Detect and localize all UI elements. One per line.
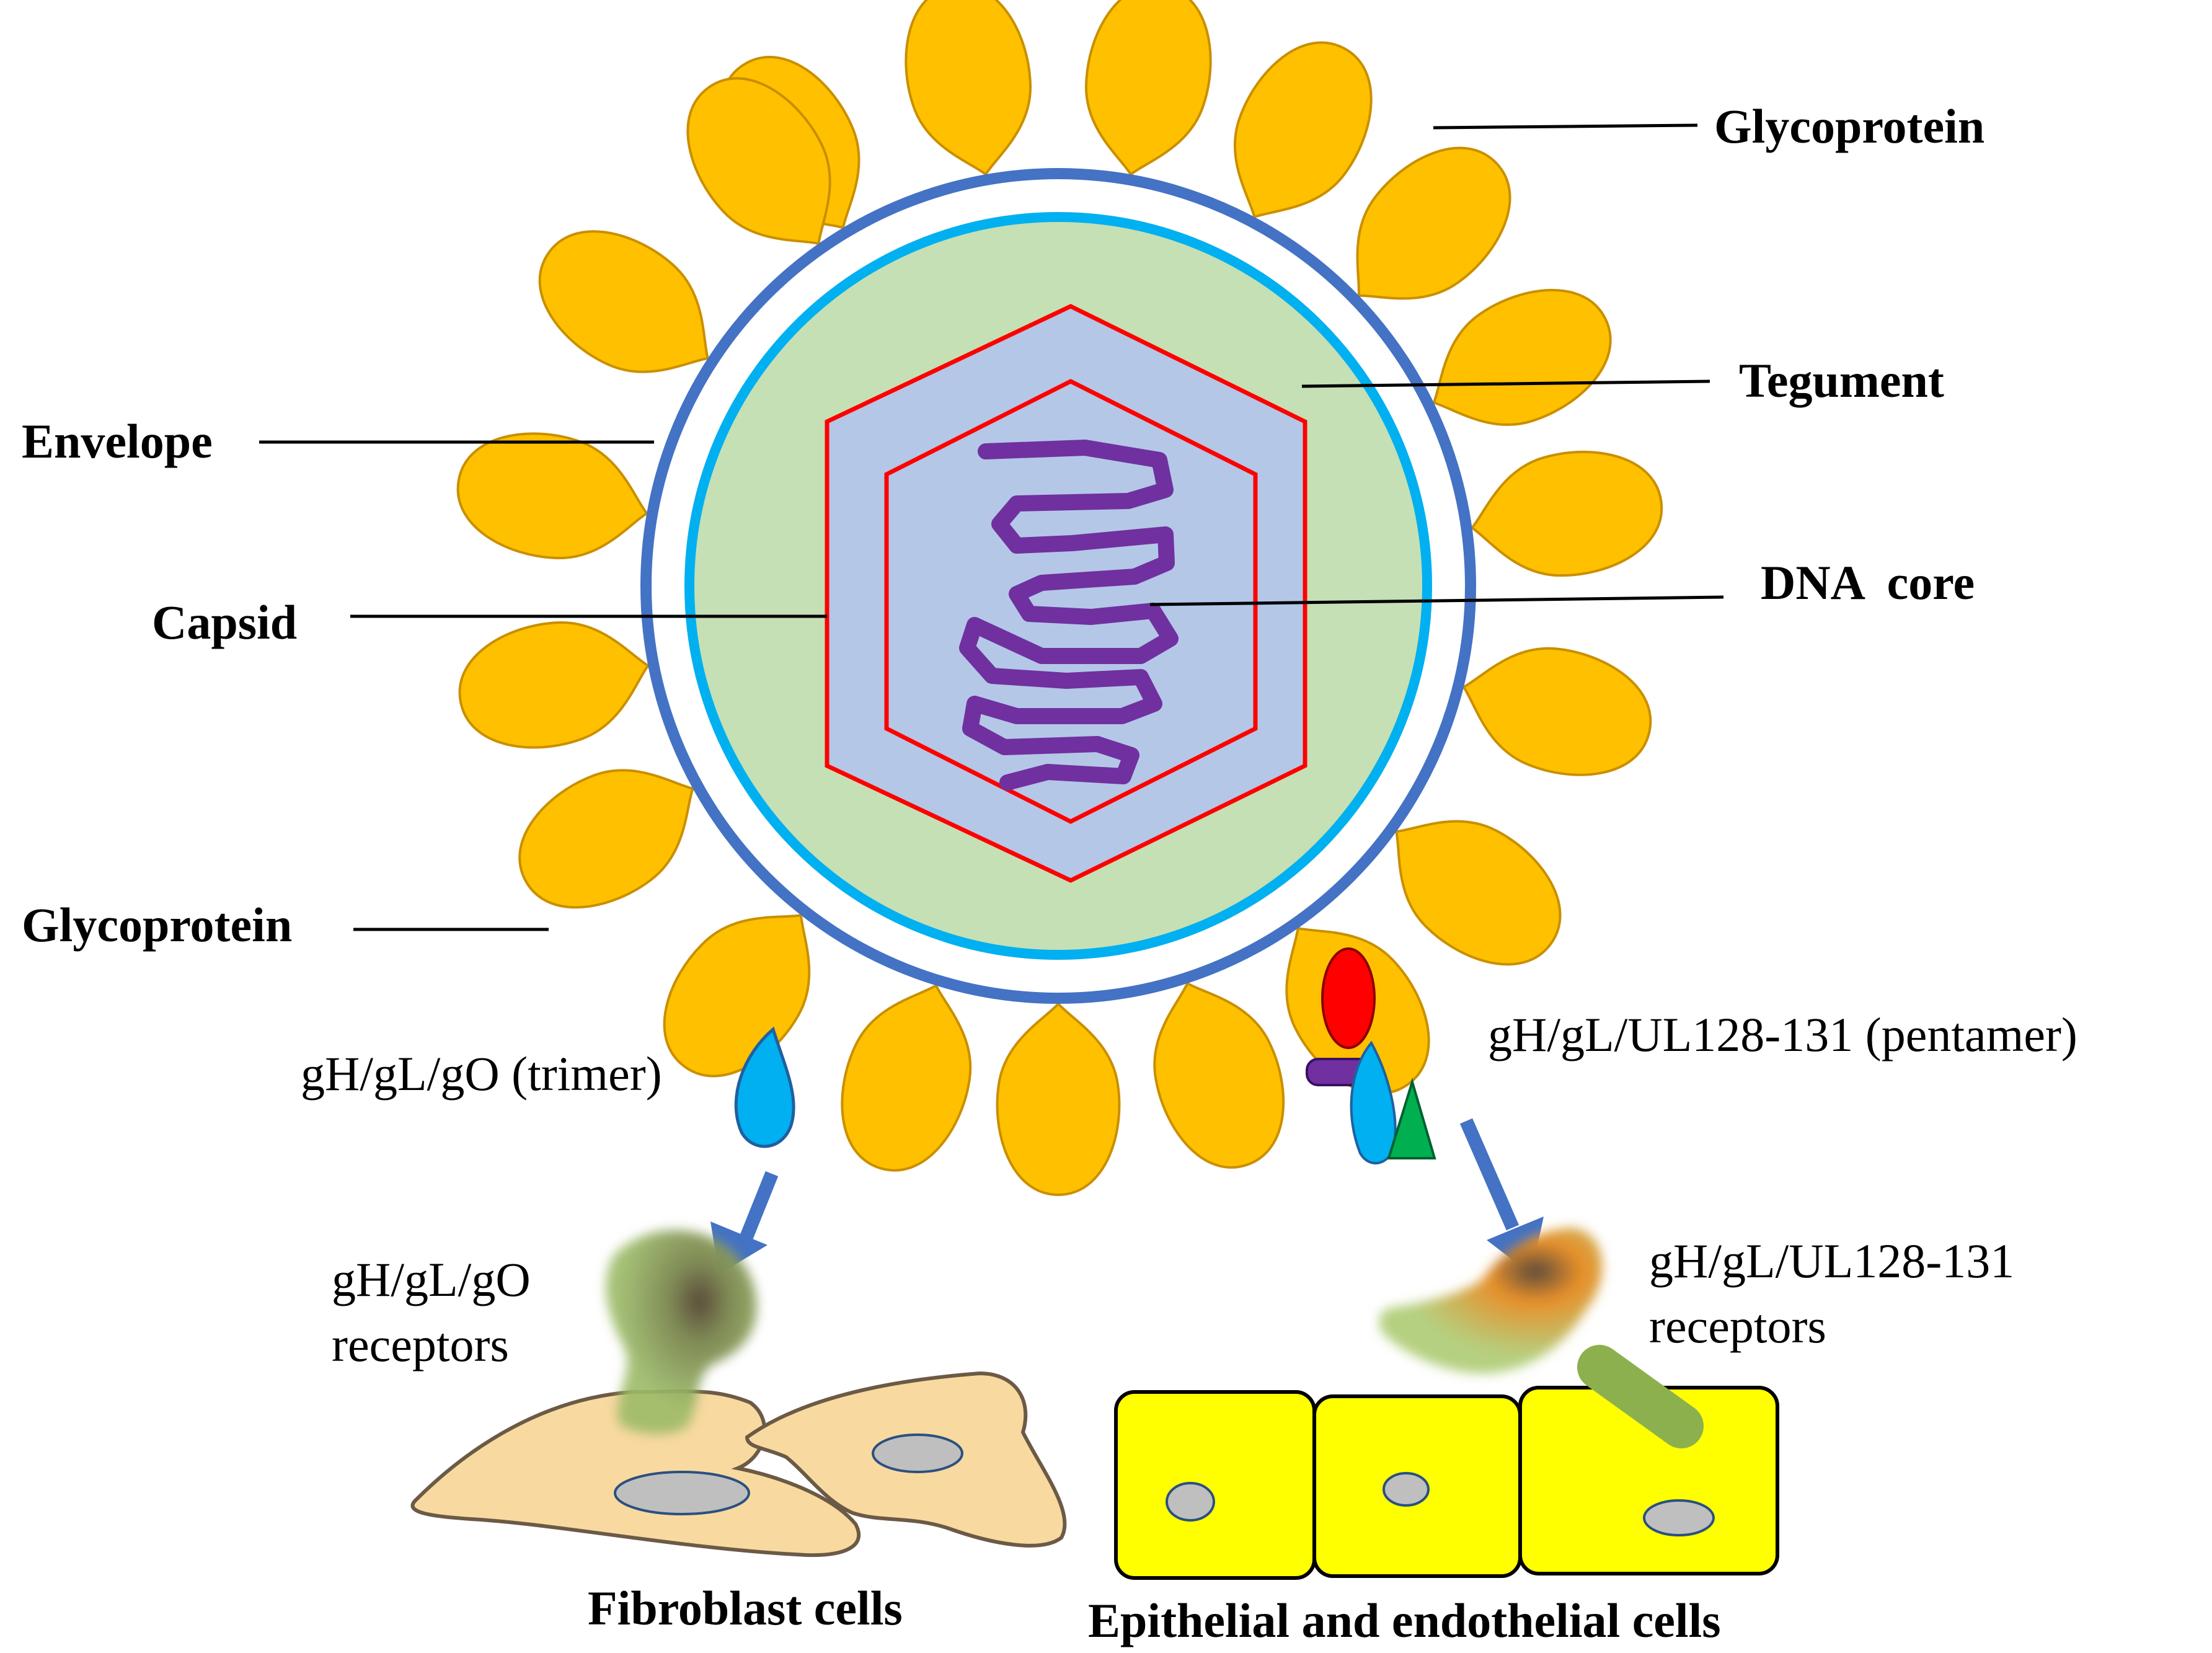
- trimer-receptors-label-line2: receptors: [332, 1318, 509, 1372]
- capsid-label: Capsid: [152, 595, 297, 649]
- capsid-outer-hexagon: [825, 304, 1307, 883]
- pentamer-blue-subunit: [1350, 1040, 1397, 1164]
- epithelial-cells-label: Epithelial and endothelial cells: [1088, 1593, 1721, 1647]
- glycoprotein-spike: [448, 605, 661, 763]
- dna-core-leader: [1149, 595, 1724, 606]
- epithelial-nucleus: [1382, 1472, 1430, 1507]
- pentamer-complex-icon: [1306, 947, 1436, 1164]
- epithelial-nucleus: [1166, 1482, 1215, 1522]
- glycoprotein-spike: [1128, 963, 1306, 1185]
- envelope-label: Envelope: [22, 414, 213, 468]
- trimer-label: gH/gL/gO (trimer): [301, 1047, 662, 1101]
- fibroblast-nucleus: [614, 1471, 750, 1515]
- trimer-receptor: [606, 1230, 757, 1434]
- dna-core-label: DNA core: [1761, 556, 1975, 609]
- glycoprotein-top-leader: [1433, 123, 1698, 130]
- tegument-label: Tegument: [1739, 353, 1944, 407]
- pentamer-red-subunit: [1321, 947, 1376, 1049]
- fibroblast-cells: [410, 1371, 1067, 1558]
- epithelial-nucleus: [1643, 1499, 1715, 1536]
- trimer-receptors-label-line1: gH/gL/gO: [332, 1252, 531, 1306]
- virus-particle: [640, 168, 1476, 1004]
- pentamer-receptor: [1379, 1228, 1704, 1448]
- fibroblast-cell-left: [410, 1389, 861, 1558]
- glycoprotein-spike: [1448, 626, 1665, 794]
- glycoprotein-spike: [996, 1003, 1121, 1196]
- pentamer-label: gH/gL/UL128-131 (pentamer): [1488, 1008, 2077, 1061]
- tegument-leader: [1301, 379, 1710, 388]
- glycoprotein-spike: [1462, 439, 1671, 590]
- glycoprotein-spike: [1069, 0, 1226, 187]
- glycoprotein-left-label: Glycoprotein: [22, 898, 292, 952]
- fibroblast-cells-label: Fibroblast cells: [588, 1581, 903, 1635]
- pentamer-receptors-label-line1: gH/gL/UL128-131: [1649, 1234, 2014, 1288]
- epithelial-cell: [1114, 1390, 1316, 1580]
- glycoprotein-spike: [820, 966, 996, 1187]
- glycoprotein-top-label: Glycoprotein: [1714, 99, 1984, 153]
- trimer-complex-icon: [734, 1026, 795, 1148]
- epithelial-cells: [1114, 1386, 1779, 1580]
- pentamer-receptors-label-line2: receptors: [1649, 1299, 1826, 1353]
- dna-core-strand: [959, 440, 1179, 791]
- fibroblast-nucleus: [872, 1434, 963, 1473]
- pentamer-green-subunit: [1387, 1078, 1436, 1159]
- capsid-inner-hexagon: [884, 379, 1258, 824]
- glycoprotein-spike: [891, 0, 1047, 187]
